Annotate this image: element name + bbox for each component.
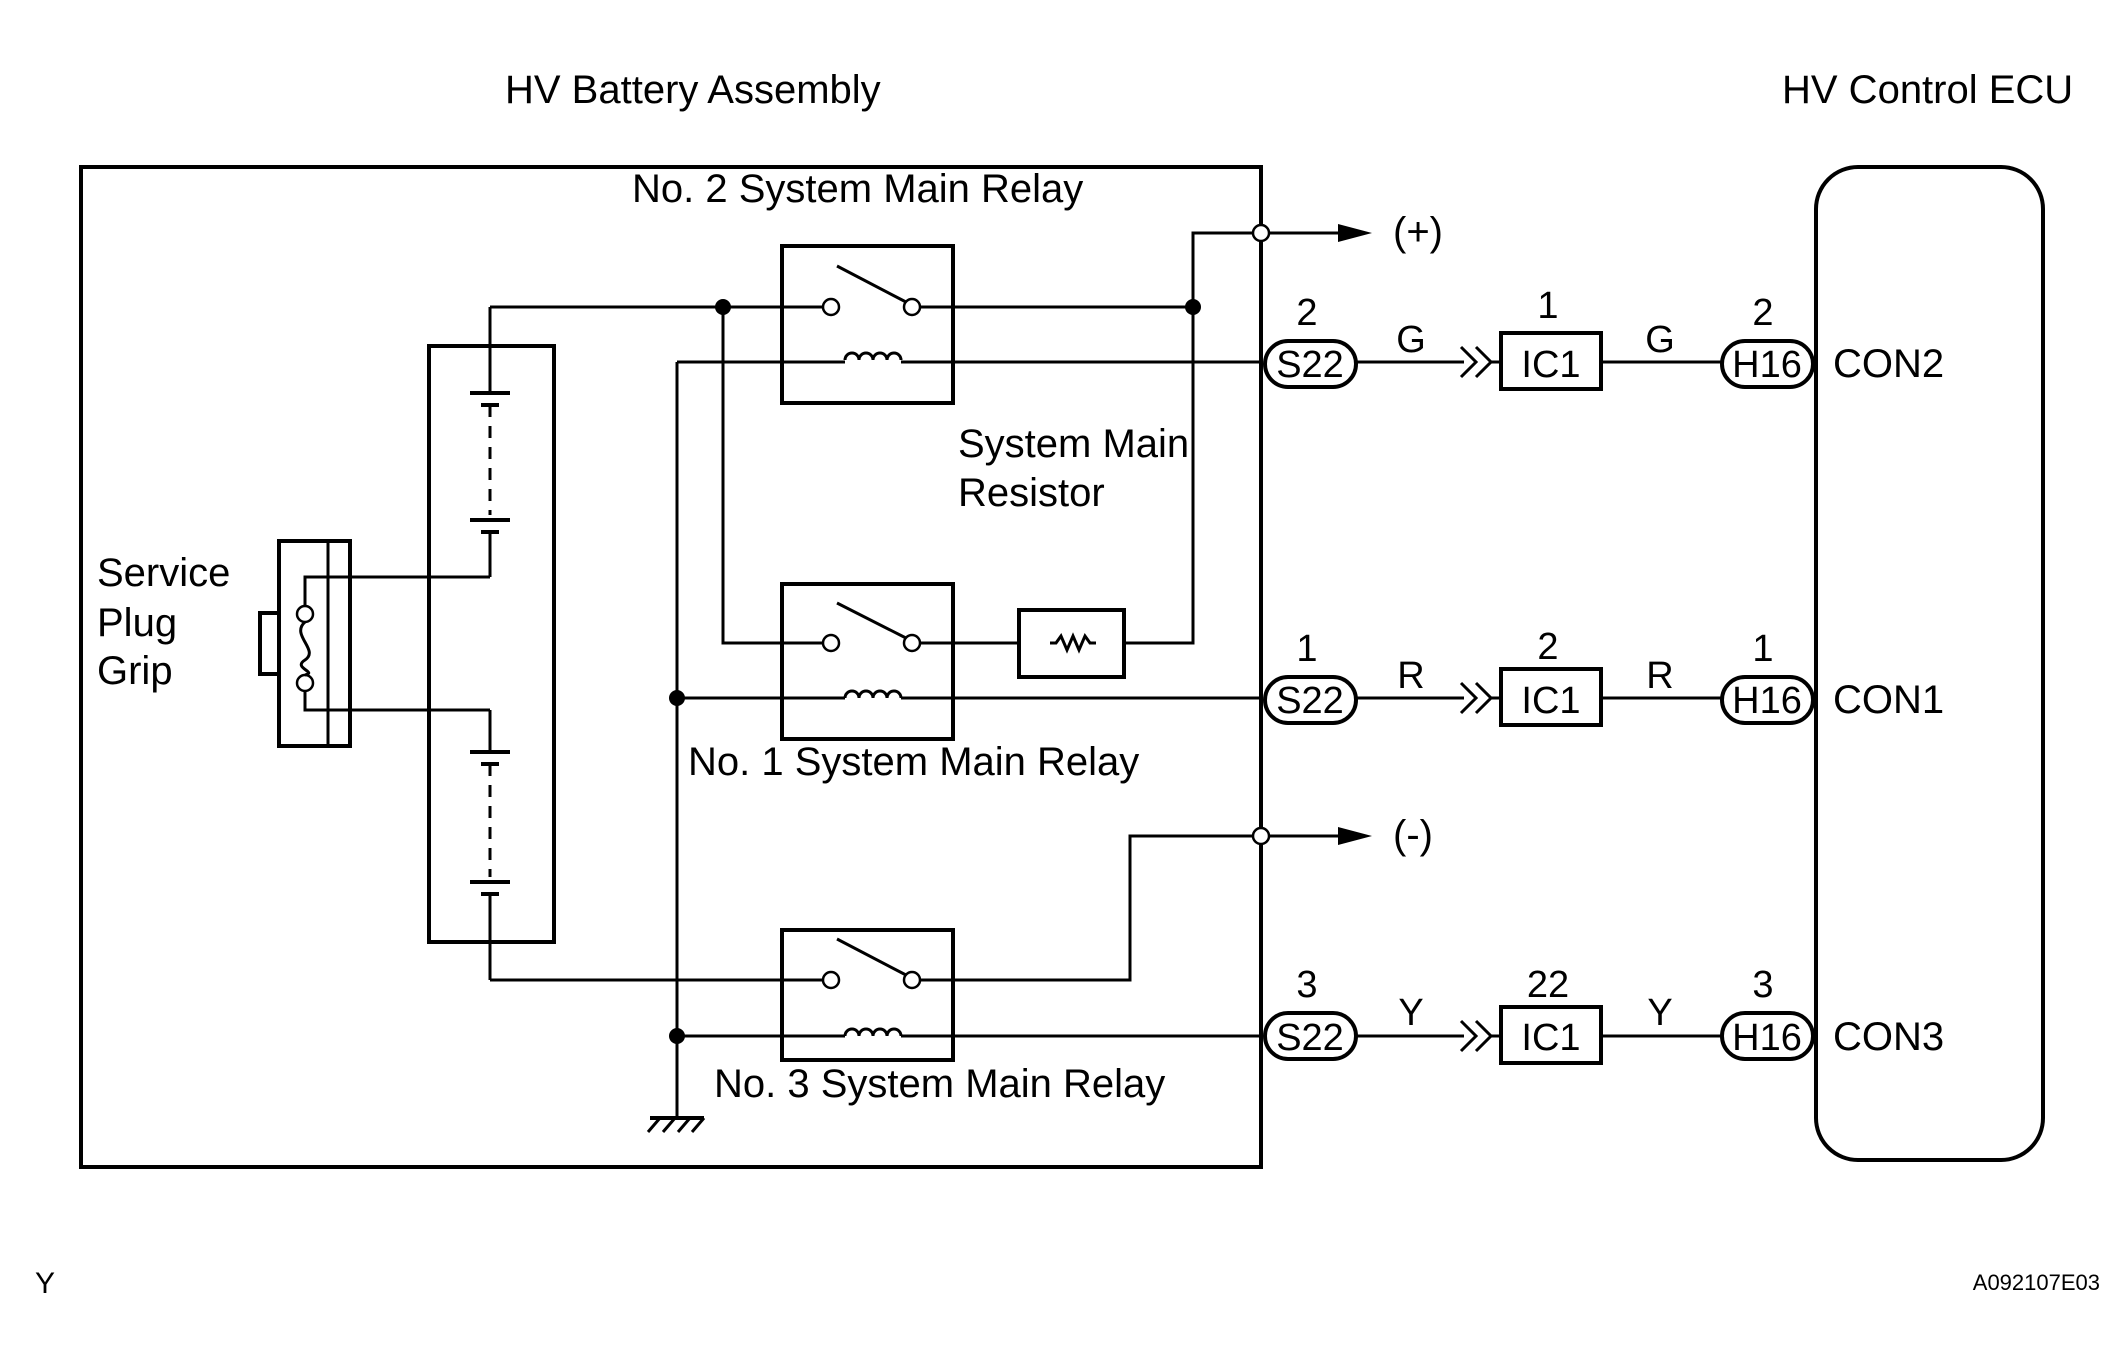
h16-label: H16 xyxy=(1732,680,1802,722)
ic1-label: IC1 xyxy=(1521,1017,1580,1059)
battery-assembly-box xyxy=(79,165,1263,1169)
wire-color: R xyxy=(1397,655,1424,697)
signal-row-con1: S22 1 R IC1 2 R H16 1 CON1 xyxy=(1263,626,1944,727)
ic1-pin: 1 xyxy=(1537,285,1558,327)
relay1-label: No. 1 System Main Relay xyxy=(688,740,1139,784)
h16-connector xyxy=(1720,675,1815,725)
signal-row-con2: S22 2 G IC1 1 G H16 2 CON2 xyxy=(1263,285,1944,391)
relay2-label: No. 2 System Main Relay xyxy=(632,167,1083,211)
service-plug-label-1: Service xyxy=(97,551,230,595)
h16-pin: 2 xyxy=(1752,292,1773,334)
figure-code: A092107E03 xyxy=(1973,1270,2100,1295)
control-ecu-title: HV Control ECU xyxy=(1782,68,2073,112)
h16-connector xyxy=(1720,1011,1815,1061)
h16-label: H16 xyxy=(1732,1017,1802,1059)
connector-chevron-icon xyxy=(1459,681,1494,715)
s22-label: S22 xyxy=(1276,1017,1344,1059)
ground-symbol xyxy=(646,1116,706,1133)
wire-color: R xyxy=(1646,655,1673,697)
s22-connector xyxy=(1263,675,1358,725)
plus-terminal-node xyxy=(1251,223,1271,243)
plus-terminal-label: (+) xyxy=(1393,210,1443,254)
ic1-pin: 2 xyxy=(1537,626,1558,668)
resistor-output-wire xyxy=(1124,307,1195,645)
ic1-pin: 22 xyxy=(1527,964,1569,1006)
s22-pin: 1 xyxy=(1296,628,1317,670)
h16-pin: 1 xyxy=(1752,628,1773,670)
battery-stack xyxy=(427,307,556,980)
ecu-terminal: CON3 xyxy=(1833,1015,1944,1059)
service-plug-label-3: Grip xyxy=(97,649,173,693)
connector-chevron-icon xyxy=(1459,1019,1494,1053)
s22-pin: 2 xyxy=(1296,292,1317,334)
h16-connector xyxy=(1720,339,1815,389)
minus-terminal-label: (-) xyxy=(1393,813,1433,857)
minus-arrow xyxy=(1338,827,1372,845)
s22-label: S22 xyxy=(1276,344,1344,386)
system-main-resistor xyxy=(1017,608,1126,679)
h16-label: H16 xyxy=(1732,344,1802,386)
resistor-label-1: System Main xyxy=(958,422,1189,466)
battery-assembly-title: HV Battery Assembly xyxy=(505,68,881,112)
s22-label: S22 xyxy=(1276,680,1344,722)
battery-positive-wire xyxy=(490,305,831,645)
wire-color: G xyxy=(1645,319,1675,361)
ecu-terminal: CON2 xyxy=(1833,342,1944,386)
control-ecu-box xyxy=(1814,165,2045,1162)
plus-arrow xyxy=(1338,224,1372,242)
s22-pin: 3 xyxy=(1296,964,1317,1006)
h16-pin: 3 xyxy=(1752,964,1773,1006)
ecu-terminal: CON1 xyxy=(1833,678,1944,722)
connector-chevron-icon xyxy=(1459,345,1494,379)
ic1-label: IC1 xyxy=(1521,344,1580,386)
wire-color: G xyxy=(1396,319,1426,361)
wire-color: Y xyxy=(1647,992,1672,1034)
minus-terminal-node xyxy=(1251,826,1271,846)
wire-color: Y xyxy=(1398,992,1423,1034)
relay2 xyxy=(723,244,955,405)
resistor-label-2: Resistor xyxy=(958,471,1105,515)
plus-feed-wire xyxy=(1191,231,1261,307)
relay3 xyxy=(780,928,955,1062)
corner-mark: Y xyxy=(35,1267,55,1300)
s22-connector xyxy=(1263,339,1358,389)
service-plug-label-2: Plug xyxy=(97,601,177,645)
relay3-output-wire xyxy=(920,834,1261,982)
ic1-label: IC1 xyxy=(1521,680,1580,722)
service-plug-grip xyxy=(258,539,490,748)
signal-row-con3: S22 3 Y IC1 22 Y H16 3 CON3 xyxy=(1263,964,1944,1065)
relay1 xyxy=(780,582,955,741)
relay3-label: No. 3 System Main Relay xyxy=(714,1062,1165,1106)
